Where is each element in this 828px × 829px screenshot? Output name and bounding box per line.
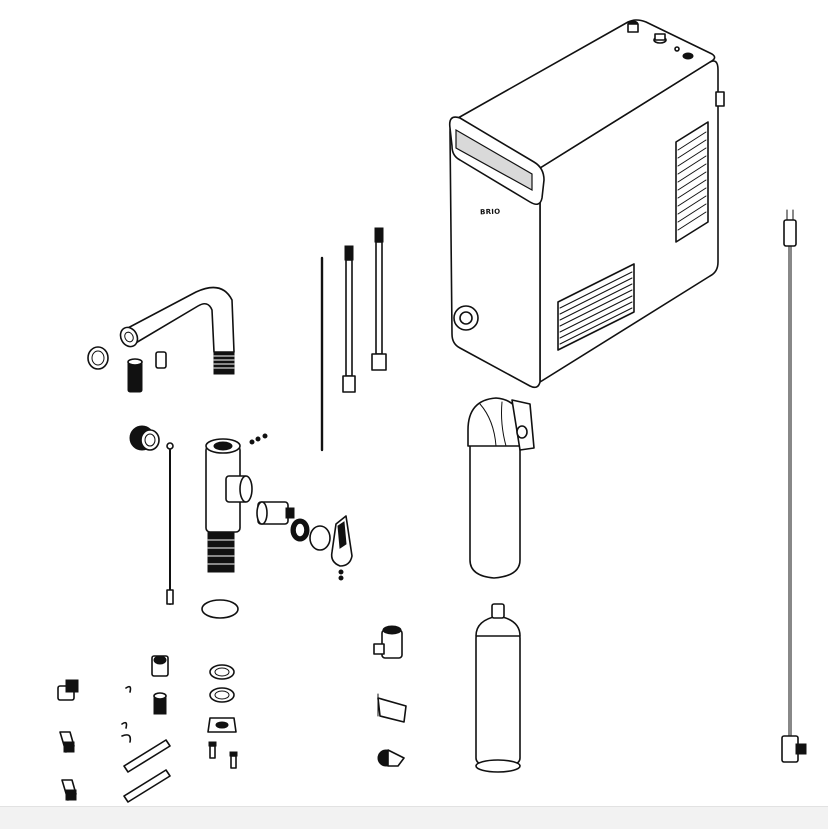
- flex-hose-right: [371, 227, 387, 371]
- bottom-strip: [0, 806, 828, 829]
- faucet-spout: [119, 286, 235, 375]
- compression-fitting-2: [153, 692, 167, 715]
- power-cord: [781, 209, 807, 763]
- brand-label: BRIO: [479, 207, 501, 217]
- screws: [208, 741, 238, 769]
- elbow-fitting-1: [57, 679, 79, 701]
- filter-cartridge: [475, 603, 521, 773]
- flex-hose-left: [342, 245, 356, 393]
- parts-drawing: [57, 19, 807, 803]
- filter-housing: [467, 397, 535, 579]
- lower-vent-grille: [557, 263, 635, 351]
- pull-rod: [166, 442, 174, 605]
- water-dispenser-unit: [448, 19, 725, 389]
- aerator-cap: [129, 425, 160, 451]
- upper-vent-grille: [675, 121, 709, 243]
- tube-pieces: [123, 739, 171, 803]
- inlet-valve: [373, 625, 403, 659]
- faucet-lever: [330, 515, 353, 581]
- valve-cartridge: [256, 501, 295, 525]
- compression-fitting-1: [151, 655, 169, 677]
- mounting-bracket: [377, 693, 407, 723]
- base-o-ring: [201, 599, 239, 619]
- clips: [121, 685, 132, 743]
- tube-clamp: [377, 749, 405, 767]
- spout-small-parts: [87, 346, 167, 393]
- elbow-fitting-2: [59, 731, 75, 753]
- washers: [207, 664, 237, 733]
- valve-rings: [290, 518, 331, 551]
- faucet-body: [205, 433, 268, 573]
- elbow-fitting-3: [61, 779, 77, 801]
